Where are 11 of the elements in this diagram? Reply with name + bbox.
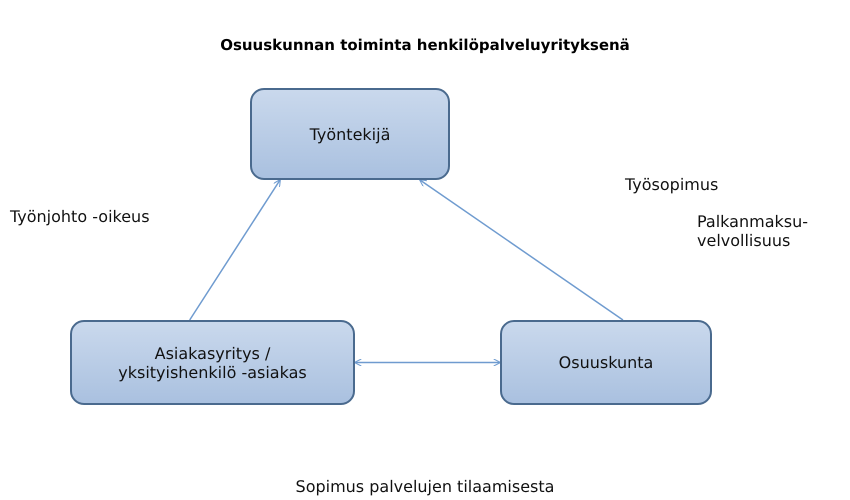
diagram-title: Osuuskunnan toiminta henkilöpalveluyrityksenä (219, 36, 631, 54)
process-box: Asiakasyritys / yksityishenkilö -asiakas (70, 320, 355, 405)
arrow (418, 179, 624, 321)
note-text: Työnjohto -oikeus (10, 207, 151, 226)
process-box: Osuuskunta (500, 320, 712, 405)
note-text: Palkanmaksu-velvollisuus (697, 212, 810, 250)
arrow (189, 178, 281, 320)
note-text: Sopimus palvelujen tilaamisesta (294, 477, 556, 496)
arrow (354, 358, 502, 367)
note-text: Työsopimus (625, 175, 720, 194)
process-box: Työntekijä (250, 88, 450, 180)
